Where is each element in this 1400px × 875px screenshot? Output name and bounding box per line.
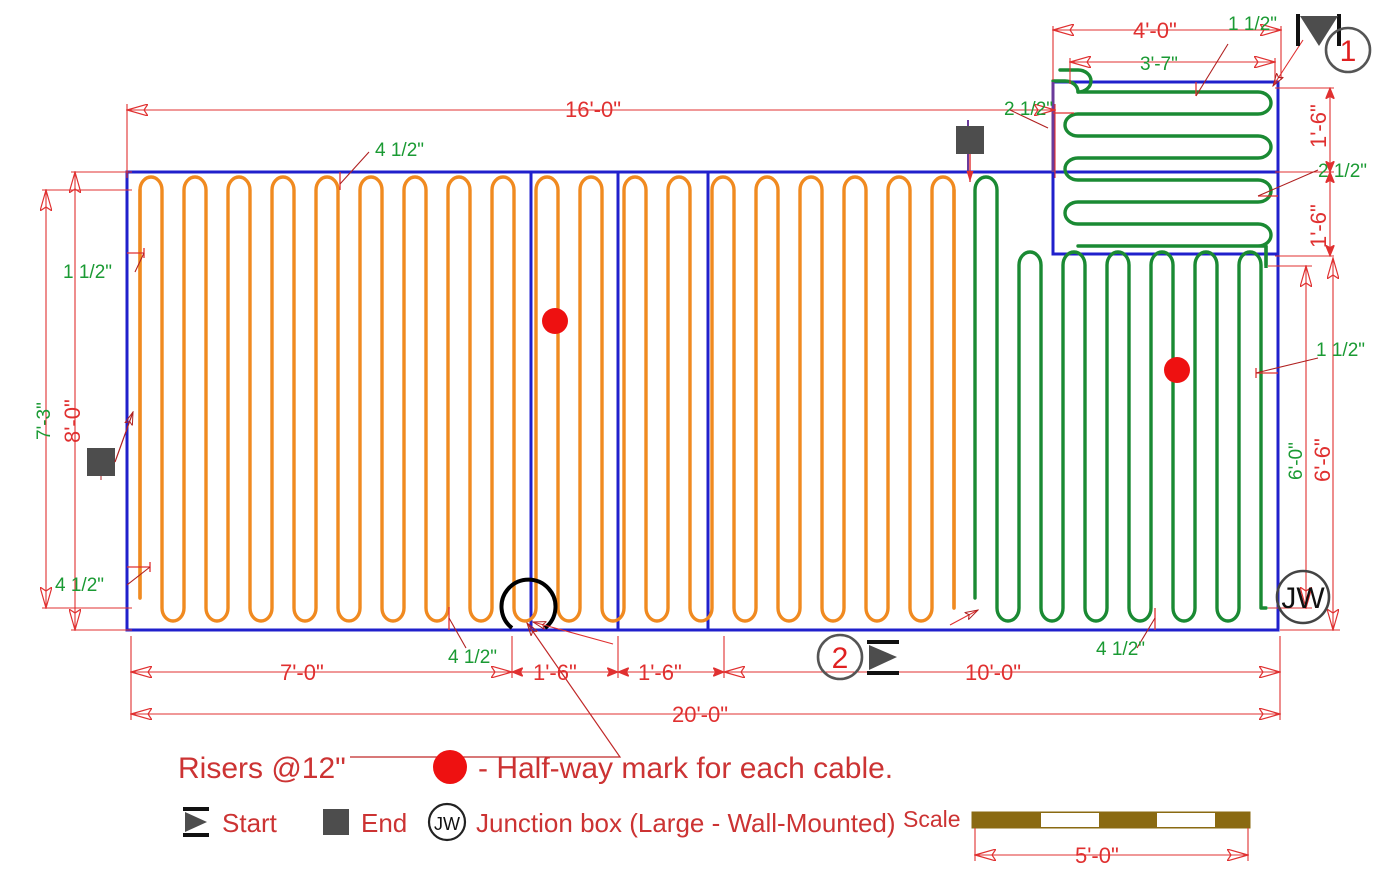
leader-left-1half (134, 252, 145, 273)
cable-run-green-alcove (1051, 68, 1273, 267)
dim-label-6ft6: 6'-6" (1310, 438, 1335, 482)
dim-label-alcove-2half: 2 1/2" (1004, 99, 1053, 120)
room-boundary-rect (125, 170, 1280, 632)
dim-label-top-1half: 1 1/2" (1228, 14, 1277, 35)
dim-label-7ft3: 7'-3" (34, 402, 55, 440)
leader-start-1 (1273, 39, 1304, 86)
legend-junction-box-icon: JW (427, 802, 467, 842)
leader-bot-4half (448, 617, 467, 649)
legend-start-label: Start (222, 808, 278, 838)
cable-run-orange (138, 175, 956, 623)
dim-label-7ft: 7'-0" (280, 660, 324, 685)
legend-end-label: End (361, 808, 407, 838)
scale-dimension (975, 828, 1248, 861)
leader-start-2 (533, 622, 614, 645)
dim-label-8ft: 8'-0" (60, 399, 85, 443)
leader-bot-right-4half (1136, 617, 1156, 649)
legend-scale-value: 5'-0" (1075, 843, 1119, 868)
dim-label-right-2half: 2 1/2" (1318, 161, 1367, 182)
svg-text:JW: JW (434, 814, 460, 834)
dim-label-6ft: 6'-0" (1286, 442, 1307, 480)
leader-right-1half (1255, 357, 1319, 374)
end-marker-cable-1 (87, 448, 115, 476)
dim-label-left-1half: 1 1/2" (63, 262, 112, 283)
tag-junction-box[interactable]: JW (1275, 569, 1331, 625)
leader-left-4half (126, 566, 151, 586)
leader-alcove-1half (1195, 43, 1229, 97)
leader-alcove-2half (1009, 109, 1049, 129)
dim-label-right-1half: 1 1/2" (1316, 340, 1365, 361)
dim-label-3ft7: 3'-7" (1140, 54, 1178, 75)
leader-top-4half (339, 151, 370, 185)
legend-end-square (323, 809, 349, 835)
legend-halfway-dot (433, 750, 467, 784)
dim-label-10ft: 10'-0" (965, 660, 1021, 685)
green-alcove-serpentine (1058, 68, 1273, 267)
green-lower-serpentine (973, 175, 1268, 623)
end-marker-1-leader (114, 412, 133, 463)
alcove-rect (1051, 80, 1280, 256)
riser-arc-symbol (499, 577, 558, 630)
tag-cable-2[interactable]: 2 (816, 633, 899, 681)
leader-green-start (949, 610, 978, 626)
leader-right-2half (1257, 169, 1319, 197)
orange-serpentine (138, 175, 956, 623)
scale-bar (971, 811, 1251, 829)
dim-label-right-1ft6b: 1'-6" (1306, 204, 1331, 248)
dim-label-20ft: 20'-0" (672, 702, 728, 727)
tag-cable-1-number: 1 (1340, 35, 1357, 68)
dim-label-bot-1ft6b: 1'-6" (638, 660, 682, 685)
tag-cable-1[interactable]: 1 (1296, 14, 1372, 74)
dim-label-16ft: 16'-0" (565, 97, 621, 122)
tag-junction-box-label: JW (1281, 582, 1325, 615)
note-halfway: - Half-way mark for each cable. (478, 752, 893, 785)
dim-label-right-1ft6a: 1'-6" (1306, 104, 1331, 148)
halfway-mark-cable-1 (542, 308, 568, 334)
halfway-mark-cable-2 (1164, 357, 1190, 383)
dim-label-bot-4half: 4 1/2" (448, 647, 497, 668)
end-marker-cable-2 (956, 126, 984, 154)
leader-lines (126, 39, 1319, 649)
dimension-lines (42, 26, 1340, 720)
dim-label-bot-right-4half: 4 1/2" (1096, 639, 1145, 660)
dim-label-top-4half: 4 1/2" (375, 140, 424, 161)
dim-label-bot-1ft6a: 1'-6" (533, 660, 577, 685)
note-risers: Risers @12" (178, 752, 346, 785)
dim-label-4ft: 4'-0" (1133, 18, 1177, 43)
tag-cable-2-number: 2 (832, 642, 849, 675)
legend-start (183, 807, 209, 837)
green-alcove-entry (1051, 79, 1080, 94)
cable-run-green-lower (973, 175, 1268, 623)
dim-label-left-4half: 4 1/2" (55, 575, 104, 596)
legend-junction-box-label: Junction box (Large - Wall-Mounted) (476, 808, 896, 838)
legend-scale-label: Scale (903, 806, 961, 832)
riser-leader-line (350, 623, 622, 758)
